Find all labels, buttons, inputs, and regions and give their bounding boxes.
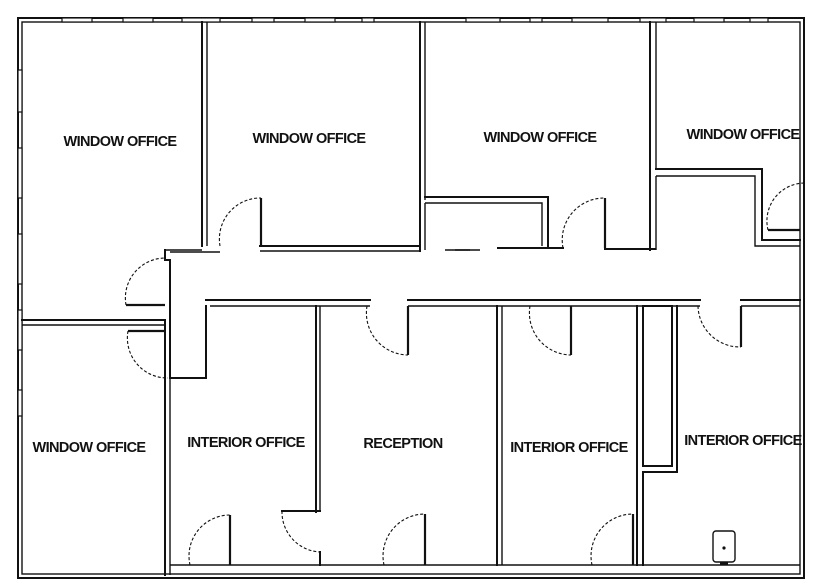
windows-top: [61, 17, 769, 23]
room-label-window-office-5: WINDOW OFFICE: [32, 440, 146, 456]
room-label-window-office-4: WINDOW OFFICE: [686, 127, 800, 143]
room-label-interior-office-3: INTERIOR OFFICE: [684, 433, 802, 449]
interior-walls: [21, 21, 801, 576]
doors: [124, 182, 807, 566]
exterior-walls: [17, 17, 805, 579]
room-label-reception: RECEPTION: [363, 436, 443, 452]
room-label-interior-office-2: INTERIOR OFFICE: [510, 440, 628, 456]
room-label-window-office-3: WINDOW OFFICE: [483, 130, 597, 146]
windows-left: [17, 69, 23, 417]
floor-box-fixture: [712, 530, 736, 565]
room-label-window-office-1: WINDOW OFFICE: [63, 134, 177, 150]
room-label-interior-office-1: INTERIOR OFFICE: [187, 435, 305, 451]
room-label-window-office-2: WINDOW OFFICE: [252, 131, 366, 147]
